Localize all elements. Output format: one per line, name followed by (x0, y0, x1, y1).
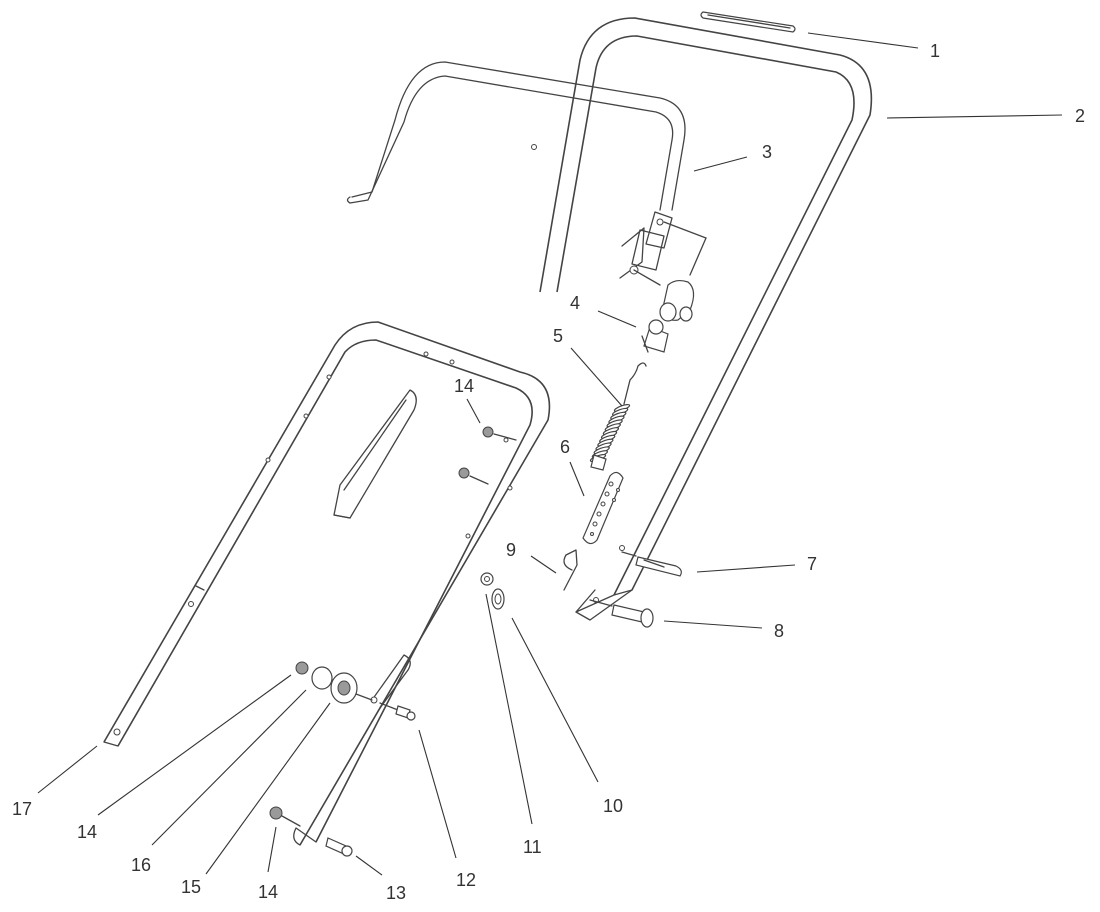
mount-bracket-part (333, 389, 417, 519)
callout-8: 8 (774, 621, 784, 641)
callout-17: 17 (12, 799, 32, 819)
callout-13: 13 (386, 883, 406, 903)
hex-bolt-part (379, 702, 416, 721)
callout-4: 4 (570, 293, 580, 313)
control-bail-part (346, 61, 707, 286)
hairpin-clip-part (563, 549, 578, 591)
callout-14-left: 14 (77, 822, 97, 842)
flat-washer-part (480, 572, 494, 586)
leader-lines (37, 32, 1063, 876)
callout-14-lower: 14 (258, 882, 278, 902)
callout-15: 15 (181, 877, 201, 897)
eye-bolt-part (491, 588, 505, 610)
callout-5: 5 (553, 326, 563, 346)
lower-bolt-part (269, 806, 353, 857)
lock-nut-upper-part (482, 426, 517, 441)
spring-part (589, 362, 647, 471)
lock-nut-middle-part (458, 467, 489, 485)
callout-3: 3 (762, 142, 772, 162)
cable-cap-part (659, 279, 695, 322)
callout-16: 16 (131, 855, 151, 875)
callout-6: 6 (560, 437, 570, 457)
callout-1: 1 (930, 41, 940, 61)
upper-handle-part (531, 17, 873, 621)
carriage-bolt-part (589, 599, 654, 628)
knob-assembly-part (295, 661, 373, 704)
callout-9: 9 (506, 540, 516, 560)
callout-7: 7 (807, 554, 817, 574)
adjuster-plate-part (582, 471, 624, 545)
callout-12: 12 (456, 870, 476, 890)
callout-2: 2 (1075, 106, 1085, 126)
callout-11: 11 (523, 837, 542, 857)
grip-part (700, 11, 796, 33)
callout-14-upper: 14 (454, 376, 474, 396)
callout-labels: 1 2 3 4 5 6 7 8 9 10 11 12 13 14 14 14 1… (12, 41, 1085, 903)
callout-10: 10 (603, 796, 623, 816)
clevis-pin-part (621, 551, 682, 577)
lower-handle-part (103, 321, 551, 846)
ferrule-part (641, 319, 669, 353)
